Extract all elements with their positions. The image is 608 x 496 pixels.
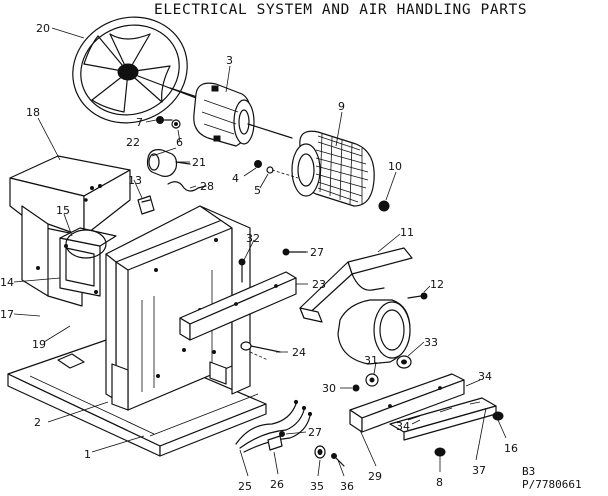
callout-7: 7	[136, 116, 143, 129]
callout-26: 26	[270, 478, 284, 491]
part-28-wire	[167, 181, 207, 192]
callout-31: 31	[364, 354, 378, 367]
callout-32: 32	[246, 232, 260, 245]
callout-5: 5	[254, 184, 261, 197]
callout-25: 25	[238, 480, 252, 493]
callout-27-upper: 27	[310, 246, 324, 259]
part-25-wiring-harness	[235, 399, 313, 453]
part-37-strip	[389, 397, 497, 441]
part-23-cross-rail	[179, 271, 297, 341]
part-10-blower-nut	[378, 200, 390, 212]
callout-15: 15	[56, 204, 70, 217]
leader-lines	[13, 27, 507, 477]
part-11-scroll-shroud	[299, 247, 413, 323]
callout-29: 29	[368, 470, 382, 483]
callout-1: 1	[84, 448, 91, 461]
part-9-blower-wheel	[291, 130, 375, 207]
part-24-bolt	[240, 341, 281, 361]
callout-12: 12	[430, 278, 444, 291]
blower-orifice-ring	[337, 299, 411, 365]
callout-21: 21	[192, 156, 206, 169]
part-30-screw	[352, 384, 360, 392]
callout-35: 35	[310, 480, 324, 493]
callout-14: 14	[0, 276, 14, 289]
callout-8: 8	[436, 476, 443, 489]
callout-34-lower: 34	[396, 420, 410, 433]
part-27-screw-lower	[279, 431, 285, 437]
part-33-grommet	[396, 355, 412, 369]
part-29-bracket	[349, 373, 465, 433]
callout-2: 2	[34, 416, 41, 429]
callout-18: 18	[26, 106, 40, 119]
callout-37: 37	[472, 464, 486, 477]
callout-4: 4	[232, 172, 239, 185]
part-27-screw-upper	[282, 248, 307, 256]
part-16-nut	[492, 411, 504, 421]
parts-6-7-mount-hardware	[156, 116, 181, 129]
part-8-nut	[434, 447, 446, 457]
part-3-fan-motor	[169, 82, 293, 147]
diagram-code-line-2: P/7780661	[522, 478, 582, 491]
part-36-screw	[331, 453, 345, 467]
part-2-chassis-frame	[105, 205, 251, 411]
callout-11: 11	[400, 226, 414, 239]
callout-10: 10	[388, 160, 402, 173]
callout-20: 20	[36, 22, 50, 35]
part-35-clip	[314, 445, 326, 459]
part-26-connector	[267, 435, 283, 451]
callout-6: 6	[176, 136, 183, 149]
callout-9: 9	[338, 100, 345, 113]
callout-16: 16	[504, 442, 518, 455]
part-18-control-housing	[9, 155, 131, 307]
callout-28: 28	[200, 180, 214, 193]
callout-36: 36	[340, 480, 354, 493]
callout-27-lower: 27	[308, 426, 322, 439]
part-12-screw	[407, 292, 428, 300]
callout-19: 19	[32, 338, 46, 351]
callout-17: 17	[0, 308, 14, 321]
callout-22: 22	[126, 136, 140, 149]
diagram-code-line-1: B3	[522, 465, 536, 478]
callout-13: 13	[128, 174, 142, 187]
part-13-bracket	[137, 195, 155, 215]
callout-23: 23	[312, 278, 326, 291]
callout-3: 3	[226, 54, 233, 67]
callout-33: 33	[424, 336, 438, 349]
callout-30: 30	[322, 382, 336, 395]
part-32-screw	[238, 258, 246, 283]
callout-labels: 20 3 9 10 7 6 22 21 4 5 18 13 28 15 14 1…	[0, 22, 518, 493]
part-20-condenser-fan	[72, 16, 197, 124]
part-21-capacitor	[146, 149, 191, 177]
diagram-title: ELECTRICAL SYSTEM AND AIR HANDLING PARTS	[154, 2, 528, 18]
part-31-grommet	[365, 373, 379, 387]
parts-4-5-hardware	[254, 160, 299, 179]
part-15-control-box	[59, 227, 117, 297]
callout-34-upper: 34	[478, 370, 492, 383]
callout-24: 24	[292, 346, 306, 359]
